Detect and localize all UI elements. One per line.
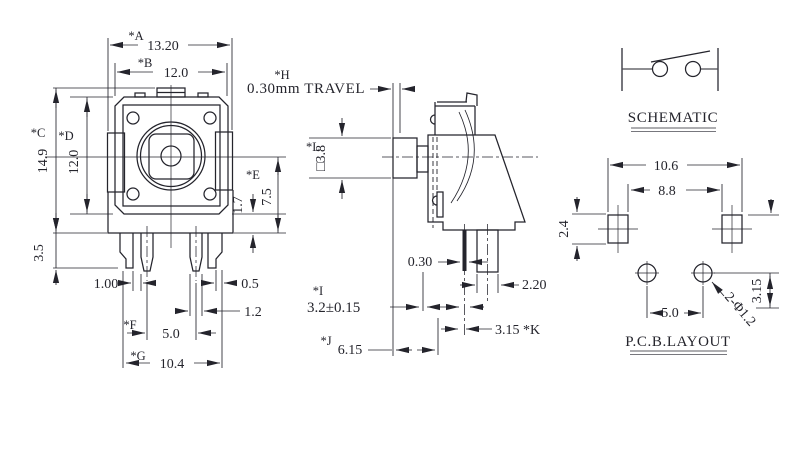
actuator-square [148,133,195,180]
spring-arc [456,109,475,202]
corner-rivet [126,111,140,125]
mount-leg-left [119,233,134,269]
lower-clip [436,191,444,218]
base-outline [107,190,234,234]
dim-pad-outer: 10.6 [654,159,679,174]
side-view: *H 0.30mm TRAVEL *L □3.8 *I 3.2±0.15 0.3… [247,68,547,358]
dim-l-label: *L [306,140,320,154]
dim-hole-pitch: 5.0 [661,306,679,321]
dim-e-label: *E [246,168,260,182]
top-tab-right [197,92,209,98]
dim-j-label: *J [320,334,331,348]
dim-body-bottom: 1.7 [231,196,246,214]
corner-rivet [203,111,217,125]
dim-d-value: 12.0 [67,150,82,175]
dim-f-value: 5.0 [162,327,180,342]
top-tab-left [134,92,146,98]
side-tab-right [214,131,234,191]
actuator-ring-outer [136,121,206,191]
dim-pad-height: 2.4 [557,220,572,238]
dim-pin-thickness: 0.30 [408,255,433,270]
dim-j-value: 6.15 [338,343,363,358]
contact-left [651,60,669,78]
mount-leg-right [207,233,223,269]
dim-c-value: 14.9 [36,149,51,174]
bracket-bump [429,114,436,125]
actuator-ring-inner [139,124,203,188]
corner-rivet [126,187,140,201]
dim-f-label: *F [123,318,136,332]
dim-c-label: *C [31,126,46,140]
plunger-neck [416,145,429,173]
dim-h-value: 0.30mm TRAVEL [247,81,365,97]
corner-rivet [203,187,217,201]
dim-i-value: 3.2±0.15 [307,300,360,316]
switch-body-inner [122,104,221,207]
plunger-cap [392,137,418,179]
dim-boss-width: 2.20 [522,278,547,293]
schematic-view: SCHEMATIC [621,48,719,132]
contact-right [684,60,702,78]
dim-g-label: *G [130,349,145,363]
dim-pin-width: 1.2 [244,305,262,320]
dim-leg-offset: 1.00 [94,277,119,292]
bracket-hook [465,92,478,106]
dim-g-value: 10.4 [160,357,185,372]
dim-pin-length: 3.5 [32,244,47,262]
side-tab-left [106,132,126,193]
switch-body-outline [114,96,229,215]
dim-i-label: *I [313,284,323,298]
dim-leg-thickness: 0.5 [241,277,259,292]
switch-actuator-line [650,50,711,63]
dim-a-label: *A [128,29,143,43]
front-view: *A 13.20 *B 12.0 *C 14.9 *D 12.0 3.5 [31,29,286,372]
actuator-center [160,145,182,167]
schematic-title: SCHEMATIC [628,110,718,126]
dim-h-label: *H [274,68,289,82]
lower-clip-bump [431,195,438,206]
dim-hole-offset: 3.15 [750,279,765,304]
dim-k-value: 3.15 *K [495,323,540,338]
dim-b-label: *B [138,56,153,70]
pcb-layout-title: P.C.B.LAYOUT [625,334,730,350]
dim-pad-inner: 8.8 [658,184,676,199]
dim-b-value: 12.0 [164,66,189,81]
pcb-layout-view: 10.6 8.8 2.4 5.0 2-Φ1.2 3.15 P.C.B.LAYOU… [557,158,779,355]
spring-arc [450,111,469,204]
dim-d-label: *D [58,129,73,143]
dim-l-value: □3.8 [314,145,329,171]
dim-e-value: 7.5 [260,188,275,206]
dim-a-value: 13.20 [147,39,179,54]
